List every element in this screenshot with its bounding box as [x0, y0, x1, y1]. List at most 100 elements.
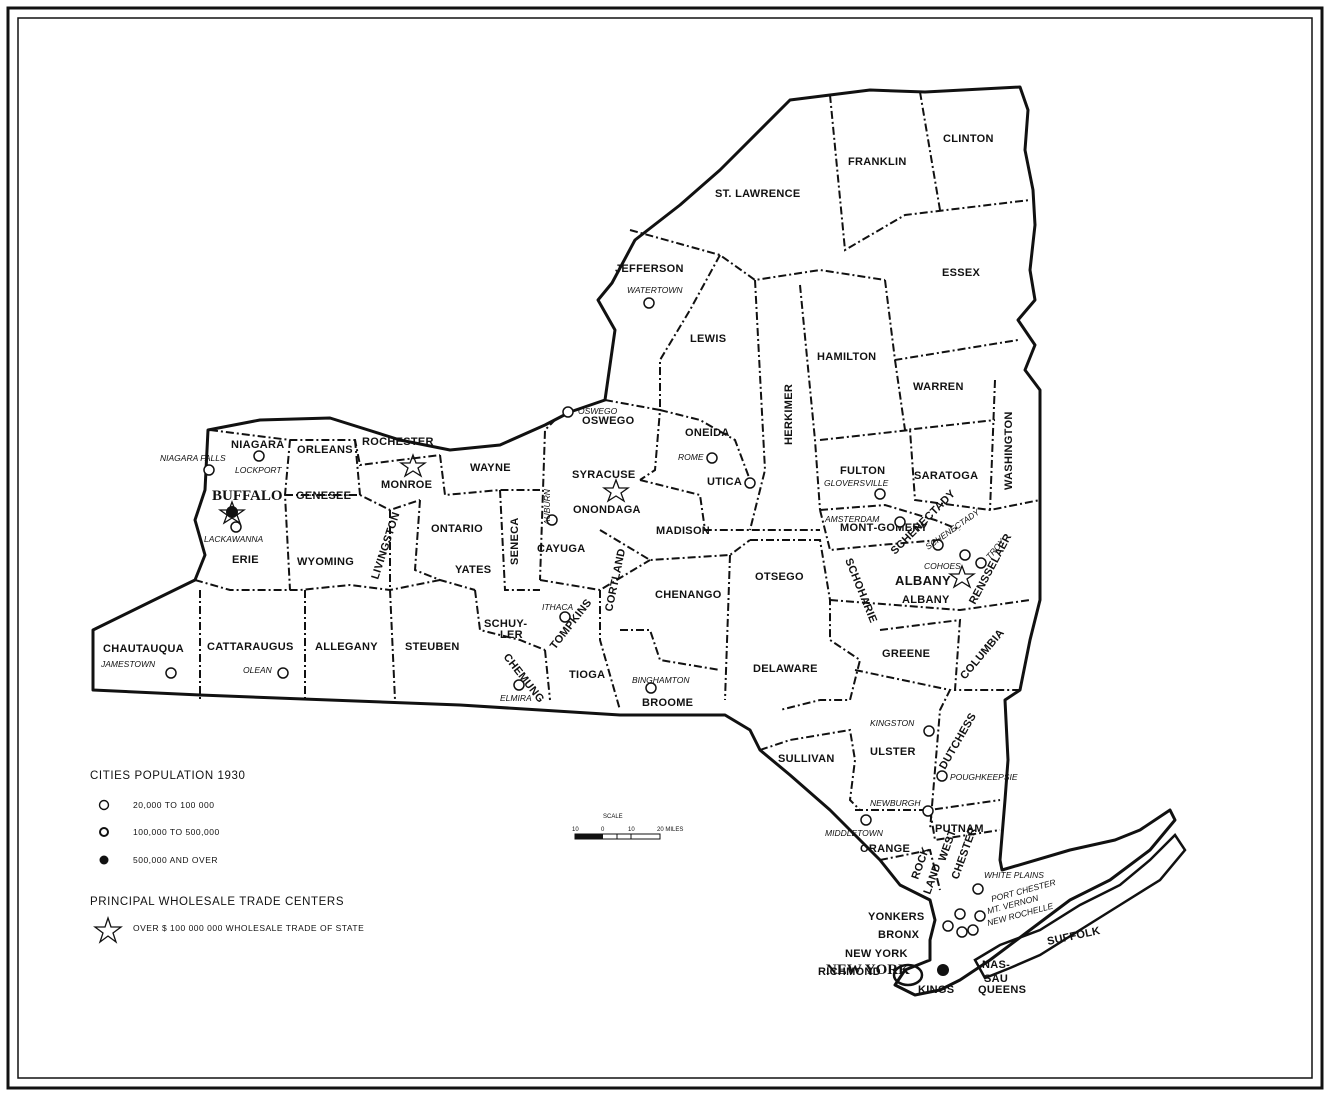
- city-label: WHITE PLAINS: [984, 870, 1044, 880]
- city-label: BUFFALO: [212, 488, 283, 504]
- legend-medium-circle-icon: [99, 827, 109, 837]
- city-marker: [956, 926, 968, 938]
- city-marker: [975, 557, 987, 569]
- county-label: GREENE: [882, 648, 930, 660]
- city-marker: [874, 488, 886, 500]
- county-label: ST. LAWRENCE: [715, 188, 801, 200]
- county-label: OSWEGO: [582, 415, 635, 427]
- county-label: LER: [500, 629, 523, 641]
- county-label: YATES: [455, 564, 491, 576]
- county-label: SUFFOLK: [1046, 925, 1101, 948]
- county-label: RENSSELAER: [967, 532, 1014, 607]
- scale-tick-label: 10: [628, 827, 635, 833]
- county-label: NEW YORK: [845, 948, 908, 960]
- county-label: NAS-: [982, 959, 1010, 971]
- city-label: MIDDLETOWN: [825, 828, 884, 838]
- county-label: SENECA: [509, 517, 521, 565]
- city-markers: [165, 297, 987, 938]
- city-label: AMSTERDAM: [824, 514, 880, 524]
- county-label: ONEIDA: [685, 427, 730, 439]
- city-marker: [967, 924, 979, 936]
- outer-frame: [6, 6, 1324, 1090]
- county-label: LIVINGSTON: [369, 511, 402, 581]
- county-label: MADISON: [656, 525, 710, 537]
- county-label: BROOME: [642, 697, 693, 709]
- city-marker: [706, 452, 718, 464]
- county-label: WARREN: [913, 381, 964, 393]
- city-label: JAMESTOWN: [100, 659, 156, 669]
- county-label: CHENANGO: [655, 589, 722, 601]
- county-label: SARATOGA: [914, 470, 978, 482]
- county-label: ORLEANS: [297, 444, 353, 456]
- legend-pop-medium: 100,000 TO 500,000: [133, 827, 220, 837]
- county-label: CAYUGA: [537, 543, 585, 555]
- legend-trade-title: PRINCIPAL WHOLESALE TRADE CENTERS: [90, 896, 344, 908]
- trade-star-icon: [217, 500, 247, 525]
- county-label: FULTON: [840, 465, 885, 477]
- city-marker: [277, 667, 289, 679]
- county-label: STEUBEN: [405, 641, 460, 653]
- county-label: ERIE: [232, 554, 259, 566]
- city-label: POUGHKEEPSIE: [950, 772, 1018, 782]
- county-label: CHAUTAUQUA: [103, 643, 184, 655]
- county-label: ESSEX: [942, 267, 981, 279]
- city-marker: [942, 920, 954, 932]
- city-label: NIAGARA FALLS: [160, 453, 226, 463]
- county-label: SAU: [984, 973, 1008, 985]
- legend-small-circle-icon: [98, 799, 110, 811]
- county-label: WAYNE: [470, 462, 511, 474]
- city-label: UTICA: [707, 476, 742, 488]
- city-marker: [203, 464, 215, 476]
- city-label: ROCHESTER: [362, 436, 434, 448]
- county-label: OTSEGO: [755, 571, 804, 583]
- county-label: SULLIVAN: [778, 753, 835, 765]
- city-label: ELMIRA: [500, 693, 532, 703]
- city-label: LACKAWANNA: [204, 534, 264, 544]
- city-label: GLOVERSVILLE: [824, 478, 889, 488]
- county-label: SCHUY-: [484, 618, 527, 630]
- city-label: WATERTOWN: [627, 285, 683, 295]
- county-label: DUTCHESS: [937, 711, 979, 771]
- scale-title: SCALE: [603, 814, 623, 820]
- scale-bar-fill: [575, 834, 603, 839]
- city-label: COHOES: [924, 561, 961, 571]
- trade-star-icon: [947, 564, 977, 589]
- long-island: [973, 833, 1187, 980]
- city-label: OLEAN: [243, 665, 273, 675]
- county-label: HERKIMER: [783, 384, 795, 445]
- city-marker: [562, 406, 574, 418]
- city-marker: [230, 521, 242, 533]
- county-label: CATTARAUGUS: [207, 641, 294, 653]
- county-label: ALBANY: [902, 594, 950, 606]
- county-label: MONT‑GOMERY: [840, 522, 928, 534]
- scale-tick-label: 0: [601, 827, 605, 833]
- county-label: LEWIS: [690, 333, 726, 345]
- county-label: TIOGA: [569, 669, 605, 681]
- county-label: RICHMOND: [818, 966, 881, 978]
- city-label: NEWBURGH: [870, 798, 921, 808]
- county-label: JEFFERSON: [615, 263, 684, 275]
- trade-center-stars: [217, 453, 977, 589]
- city-label: NEW YORK: [826, 962, 910, 978]
- county-label: ALLEGANY: [315, 641, 378, 653]
- county-label: CORTLAND: [603, 547, 628, 612]
- city-marker: [860, 814, 872, 826]
- trade-star-icon: [398, 453, 428, 478]
- county-label: ONONDAGA: [573, 504, 641, 516]
- legend-trade-item: OVER $ 100 000 000 WHOLESALE TRADE OF ST…: [133, 923, 364, 933]
- state-outline: [91, 85, 1177, 997]
- city-marker: [959, 549, 971, 561]
- county-label: ONTARIO: [431, 523, 483, 535]
- county-label: SCHOHARIE: [842, 557, 879, 625]
- city-label: YONKERS: [868, 911, 925, 923]
- staten-island: [892, 963, 924, 987]
- county-label: KINGS: [918, 984, 954, 996]
- city-marker: [923, 725, 935, 737]
- county-label: CLINTON: [943, 133, 994, 145]
- county-label: DELAWARE: [753, 663, 818, 675]
- city-label: SYRACUSE: [572, 469, 636, 481]
- city-marker: [894, 516, 906, 528]
- city-marker-large: [937, 964, 949, 976]
- legend-large-circle-icon: [99, 855, 109, 865]
